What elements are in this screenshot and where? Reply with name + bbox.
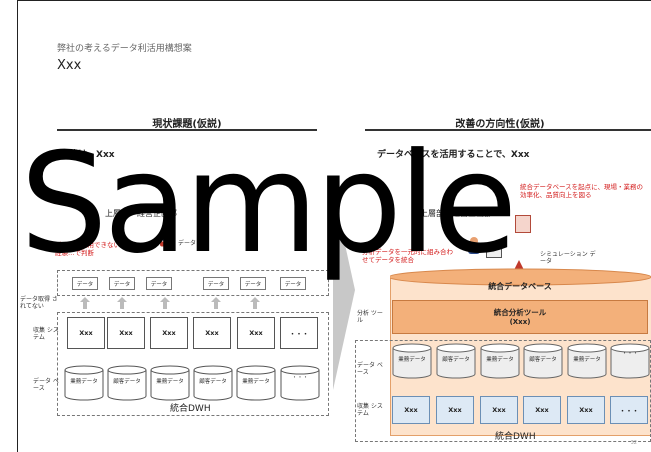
slide-subtitle: 弊社の考えるデータ利活用構想案	[57, 44, 192, 54]
right-note-left: 分析データを一元的に組み合わせてデータを統合	[362, 248, 453, 264]
right-db-label-text: 顧客データ	[529, 357, 557, 363]
left-system-box: Xxx	[107, 317, 145, 349]
left-system-box: Xxx	[150, 317, 188, 349]
right-system-box: Xxx	[436, 396, 474, 424]
right-db-label: データ ベース	[357, 362, 383, 376]
left-db-cylinder: 業務データ	[236, 365, 276, 401]
left-heading-rule	[57, 129, 317, 131]
right-system-box: ・・・	[610, 396, 648, 424]
up-arrow-icon	[160, 297, 170, 309]
right-lead: データベースを活用することで、Xxx	[377, 150, 530, 160]
left-db-label-text: 顧客データ	[199, 379, 227, 385]
slide-frame	[17, 0, 651, 452]
right-note-top: 統合データベースを起点に、現場・業務の効率化、品質向上を図る	[520, 183, 643, 199]
right-db-label-text: ・・・	[621, 351, 639, 357]
left-db-label-text: 業務データ	[156, 379, 184, 385]
left-db-label-text: 顧客データ	[113, 379, 141, 385]
right-system-box: Xxx	[523, 396, 561, 424]
right-dwh-label: 統合DWH	[495, 432, 536, 442]
left-collect-label: 収集 システム	[33, 327, 59, 341]
left-heading: 現状課題(仮説)	[152, 119, 222, 130]
left-actor: 上層部・経営企画部	[105, 209, 177, 218]
analysis-tool-title: 統合分析ツール	[493, 308, 547, 317]
person-icon	[158, 232, 170, 247]
sim-icon	[514, 255, 524, 270]
right-sim-label: シミュレーション データ	[540, 251, 596, 265]
left-db-cylinder: 業務データ	[64, 365, 104, 401]
left-db-label-text: 業務データ	[242, 379, 270, 385]
page-number: 32	[630, 440, 637, 446]
right-analysis-label: 分析 ツール	[357, 310, 383, 324]
left-db-cylinder: ・・・	[280, 365, 320, 401]
transition-arrow-icon	[333, 190, 355, 390]
left-data-tag: データ	[72, 277, 98, 290]
right-system-box: Xxx	[480, 396, 518, 424]
left-dwh-label: 統合DWH	[170, 404, 211, 414]
left-db-cylinder: 業務データ	[150, 365, 190, 401]
right-db-cylinder: 顧客データ	[436, 343, 476, 379]
left-data-tag: データ	[146, 277, 172, 290]
left-db-label: データ ベース	[33, 378, 59, 392]
left-db-label-text: ・・・	[291, 375, 309, 381]
left-data-row	[57, 270, 329, 296]
left-db-cylinder: 顧客データ	[193, 365, 233, 401]
left-dwh-area	[57, 312, 329, 416]
left-data-tag: データ	[109, 277, 135, 290]
left-db-label-text: 業務データ	[70, 379, 98, 385]
document-icon	[515, 215, 531, 233]
person-icon	[466, 236, 482, 254]
left-data-tag: データ	[280, 277, 306, 290]
up-arrow-icon	[211, 297, 221, 309]
left-lead: 現状は、Xxx	[60, 150, 115, 160]
left-system-box: Xxx	[67, 317, 105, 349]
slide-title: Xxx	[57, 58, 82, 73]
analysis-tool-sub: (Xxx)	[509, 318, 531, 326]
left-system-box: Xxx	[193, 317, 231, 349]
left-issue-note: データを活用できない ため、経験…で判断	[55, 241, 142, 257]
right-system-box: Xxx	[567, 396, 605, 424]
right-db-cylinder: 顧客データ	[523, 343, 563, 379]
up-arrow-icon	[250, 297, 260, 309]
right-db-label-text: 業務データ	[486, 357, 514, 363]
right-db-label-text: 顧客データ	[442, 357, 470, 363]
left-db-cylinder: 顧客データ	[107, 365, 147, 401]
up-arrow-icon	[80, 297, 90, 309]
integrated-db-top	[390, 268, 651, 286]
right-db-cylinder: 業務データ	[392, 343, 432, 379]
right-db-label-text: 業務データ	[398, 357, 426, 363]
left-data-tag: データ	[240, 277, 266, 290]
right-db-cylinder: 業務データ	[567, 343, 607, 379]
right-db-cylinder: ・・・	[610, 343, 650, 379]
left-system-box: ・・・	[280, 317, 318, 349]
left-not-collected: データ取得 されてない	[20, 296, 58, 310]
integrated-db-label: 統合データベース	[488, 282, 552, 291]
left-data-tag: データ	[203, 277, 229, 290]
up-arrow-icon	[117, 297, 127, 309]
right-heading-rule	[365, 129, 651, 131]
monitor-icon	[486, 244, 502, 258]
right-collect-label: 収集 システム	[357, 403, 383, 417]
left-actor-data-tag: データ	[178, 240, 197, 247]
analysis-tool-box	[392, 300, 648, 334]
right-db-label-text: 業務データ	[573, 357, 601, 363]
left-system-box: Xxx	[237, 317, 275, 349]
right-heading: 改善の方向性(仮説)	[455, 119, 545, 130]
right-actor: 上層部・経営企画部	[420, 209, 492, 218]
right-system-box: Xxx	[392, 396, 430, 424]
right-db-cylinder: 業務データ	[480, 343, 520, 379]
